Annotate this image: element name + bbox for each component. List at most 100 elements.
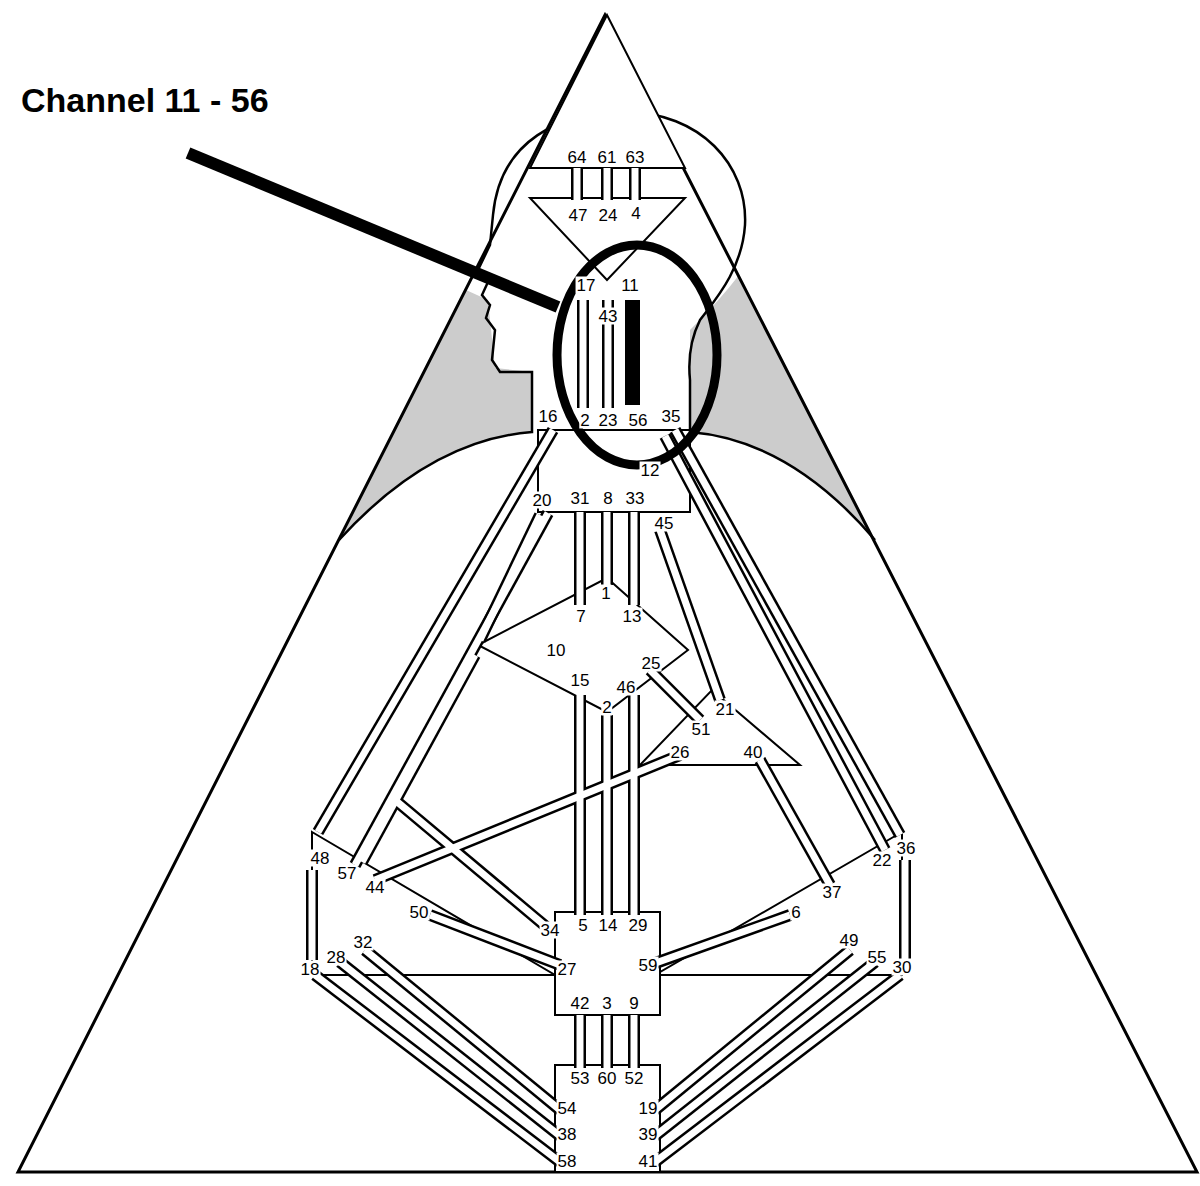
gate-number: 42: [570, 995, 591, 1012]
channel-fill: [355, 513, 548, 865]
gate-number: 10: [546, 642, 567, 659]
gate-number: 23: [598, 412, 619, 429]
gate-number: 34: [540, 922, 561, 939]
gate-number: 43: [598, 308, 619, 325]
channel-outline: [571, 168, 583, 200]
gate-number: 54: [557, 1100, 578, 1117]
gate-number: 1: [600, 585, 611, 602]
gate-number: 59: [638, 957, 659, 974]
channel-fill: [655, 975, 900, 1162]
channel-outline: [574, 695, 586, 915]
channel-fill: [580, 300, 587, 408]
channel-outline: [899, 860, 911, 960]
gate-number: 63: [625, 149, 646, 166]
channel-fill: [675, 430, 900, 835]
gate-number: 28: [326, 949, 347, 966]
gate-number: 26: [670, 744, 691, 761]
gate-number: 51: [691, 721, 712, 738]
root-center: [555, 1065, 660, 1172]
channel-outlines: [312, 168, 905, 1162]
gate-number: 8: [602, 490, 613, 507]
gate-number: 47: [568, 207, 589, 224]
gate-number: 6: [790, 904, 801, 921]
channel-outline: [340, 962, 560, 1136]
gate-number: 32: [353, 934, 374, 951]
gate-number: 13: [622, 608, 643, 625]
channel-outline: [601, 168, 613, 200]
gate-number: 15: [570, 672, 591, 689]
sacral-center: [555, 912, 660, 1015]
gate-number: 60: [597, 1070, 618, 1087]
channel-outline: [601, 1015, 613, 1068]
channel-fill: [760, 760, 830, 885]
channel-fill: [577, 1015, 584, 1068]
gate-number: 7: [575, 608, 586, 625]
gate-number: 40: [743, 744, 764, 761]
gate-number: 5: [577, 917, 588, 934]
channel-outline: [628, 1015, 640, 1068]
channel-fill: [604, 715, 611, 915]
channel-outline: [430, 915, 560, 965]
channel-fill: [577, 512, 584, 605]
channel-outline: [362, 655, 475, 862]
channel-outline: [650, 670, 700, 720]
gate-number: 30: [892, 959, 913, 976]
channel-fill: [650, 670, 700, 720]
gate-number: 21: [715, 701, 736, 718]
callout-ellipse: [557, 245, 717, 465]
channel-outline: [650, 915, 790, 965]
channel-fill: [340, 962, 560, 1136]
gate-number: 55: [867, 949, 888, 966]
callout-title: Channel 11 - 56: [20, 83, 270, 117]
channel-outline: [628, 512, 640, 605]
gate-number: 49: [839, 932, 860, 949]
channel-fill: [604, 1015, 611, 1068]
channel-outline: [675, 430, 900, 835]
channel-fill: [660, 530, 720, 700]
channel-outline: [574, 512, 586, 605]
gate-number: 27: [557, 961, 578, 978]
channel-fill: [318, 430, 553, 832]
channel-fill: [631, 1015, 638, 1068]
gate-number: 37: [822, 884, 843, 901]
gate-number: 16: [538, 408, 559, 425]
channel-fill: [309, 870, 316, 960]
gate-number: 29: [628, 917, 649, 934]
face-profile: [339, 215, 532, 540]
gate-number: 14: [598, 917, 619, 934]
gate-number: 36: [896, 840, 917, 857]
channel-fill: [632, 168, 639, 200]
channel-outline: [628, 695, 640, 915]
leader-line: [188, 153, 558, 307]
channel-fill: [631, 512, 638, 605]
channel-outline: [315, 975, 560, 1162]
gate-number: 48: [310, 850, 331, 867]
gate-number: 20: [532, 492, 553, 509]
gate-number: 38: [557, 1126, 578, 1143]
gate-number: 19: [638, 1100, 659, 1117]
gate-number: 58: [557, 1153, 578, 1170]
gate-number: 24: [598, 207, 619, 224]
gate-number: 22: [872, 852, 893, 869]
channel-fill: [655, 962, 875, 1136]
gate-number: 56: [628, 412, 649, 429]
gate-number: 53: [570, 1070, 591, 1087]
head-center: [530, 15, 685, 168]
channel-outline: [318, 430, 553, 832]
channel-fills: [312, 168, 905, 1162]
channel-outline: [306, 870, 318, 960]
channel-fill: [430, 915, 560, 965]
channel-fill: [902, 860, 909, 960]
gate-number: 31: [570, 490, 591, 507]
gate-number: 57: [337, 865, 358, 882]
channel-outline: [655, 975, 900, 1162]
gate-number: 45: [654, 515, 675, 532]
gate-number: 46: [616, 679, 637, 696]
gate-number: 39: [638, 1126, 659, 1143]
channel-fill: [631, 695, 638, 915]
gate-number: 2: [601, 699, 612, 716]
gate-number: 52: [624, 1070, 645, 1087]
ajna-center: [530, 198, 685, 280]
gate-number: 44: [365, 879, 386, 896]
centers: [312, 15, 902, 1172]
